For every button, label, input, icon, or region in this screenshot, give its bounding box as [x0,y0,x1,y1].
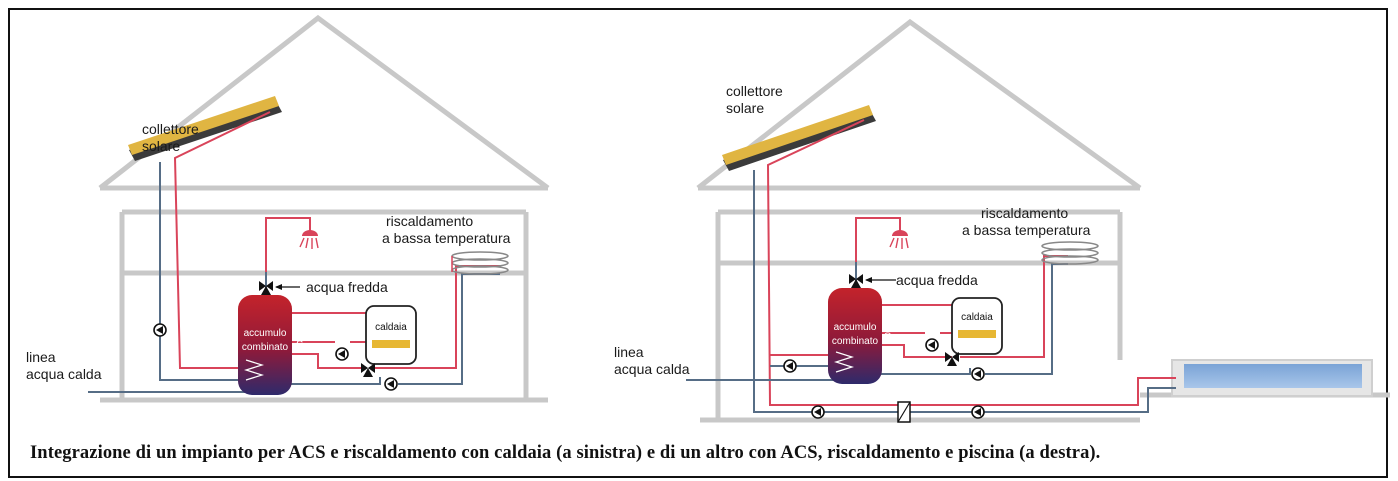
pump-icon [811,405,825,419]
hot-line-label-1: linea [614,344,644,360]
s2-sub: 2 [303,344,308,353]
pump-icon [971,405,985,419]
left-radiator-coil [451,251,509,275]
tank-label-2: combinato [242,342,289,353]
right-house: accumulo combinato caldaia S1 S2 [614,18,1390,423]
left-sensor-s1: S1 [292,313,308,327]
s1-sub: 1 [891,312,896,321]
pump-icon [783,359,797,373]
collector-label-2: solare [142,138,180,154]
valve-icon [945,352,959,366]
right-tank: accumulo combinato [828,288,882,384]
right-sensor-s2: S2 [884,331,896,345]
pump-icon [335,347,349,361]
left-cold-pipes [88,162,500,393]
collector-label-2: solare [726,100,764,116]
left-cold-water-arrow [275,284,300,290]
left-tank: accumulo combinato [238,295,292,395]
cold-water-label: acqua fredda [306,279,388,295]
hot-line-label-2: acqua calda [26,366,102,382]
svg-text:S2: S2 [296,339,308,353]
svg-text:S2: S2 [884,331,896,345]
hot-line-label-2: acqua calda [614,361,690,377]
right-pool [1171,359,1373,397]
tank-label-2: combinato [832,336,879,347]
s2-letter: S [884,331,891,343]
left-house: accumulo combinato caldaia S1 S2 collett… [26,14,550,403]
svg-text:S1: S1 [884,307,896,321]
boiler-label: caldaia [961,312,993,323]
pump-icon [384,377,398,391]
right-cold-water-arrow [865,277,896,283]
svg-text:S1: S1 [296,313,308,327]
figure-caption: Integrazione di un impianto per ACS e ri… [30,443,1101,463]
right-sensor-s1: S1 [884,307,896,321]
collector-label-1: collettore [142,121,199,137]
right-solar-collector [722,105,876,171]
left-sensor-s2: S2 [296,339,308,353]
heating-label-2: a bassa temperatura [382,230,511,246]
right-shower-icon [889,230,909,249]
heating-label-2: a bassa temperatura [962,222,1091,238]
s1-letter: S [884,307,891,319]
hot-line-label-1: linea [26,349,56,365]
tank-label-1: accumulo [834,322,877,333]
s2-letter: S [296,339,303,351]
valve-icon [361,363,375,377]
s1-sub: 1 [303,318,308,327]
right-fittings [783,274,985,423]
heating-label-1: riscaldamento [386,213,473,229]
cold-water-label: acqua fredda [896,272,978,288]
s1-letter: S [296,313,303,325]
tank-label-1: accumulo [244,328,287,339]
pump-icon [925,338,939,352]
right-cold-pipes [686,170,1176,413]
right-boiler: caldaia [951,297,1003,355]
left-solar-collector [128,96,282,161]
boiler-label: caldaia [375,322,407,333]
right-radiator-coil [1041,241,1099,265]
heat-exchanger-icon [897,401,911,423]
pump-icon [971,367,985,381]
s2-sub: 2 [891,336,896,345]
collector-label-1: collettore [726,83,783,99]
left-shower-icon [299,230,319,249]
pump-icon [153,323,167,337]
heating-label-1: riscaldamento [981,205,1068,221]
left-boiler: caldaia [365,305,417,365]
